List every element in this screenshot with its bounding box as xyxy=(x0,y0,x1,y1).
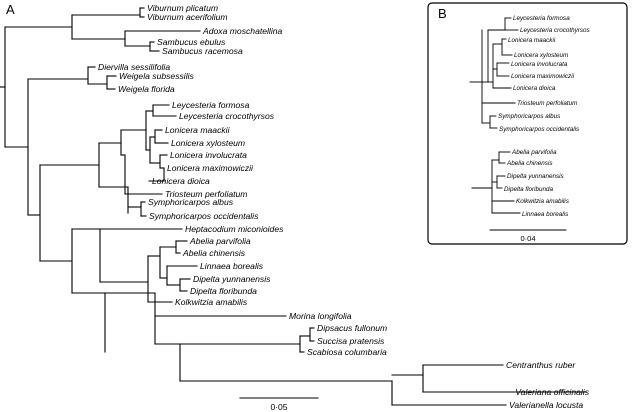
taxon-label: Lonicera involucrata xyxy=(170,150,247,160)
taxon-label: Valerianella locusta xyxy=(509,400,583,410)
taxon-label: Valeriana officinalis xyxy=(515,387,589,397)
taxon-label: Dipelta floribunda xyxy=(504,186,554,193)
taxon-label: Leycesteria formosa xyxy=(172,100,250,110)
taxon-label: Linnaea borealis xyxy=(522,211,569,218)
taxon-label: Viburnum acerifolium xyxy=(147,12,228,22)
taxon-label: Lonicera xylosteum xyxy=(171,138,245,148)
taxon-label: Centranthus ruber xyxy=(506,360,576,370)
taxon-label: Abelia parvifolia xyxy=(189,236,251,246)
taxon-label: Sambucus ebulus xyxy=(157,37,226,47)
taxa-a: Viburnum plicatum Viburnum acerifolium A… xyxy=(98,3,590,410)
taxon-label: Linnaea borealis xyxy=(200,261,264,271)
taxon-label: Abelia parvifolia xyxy=(511,149,557,156)
taxon-label: Succisa pratensis xyxy=(317,336,385,346)
taxon-label: Leycesteria crocothyrsos xyxy=(520,27,590,34)
taxon-label: Lonicera xylosteum xyxy=(514,52,568,59)
taxon-label: Viburnum plicatum xyxy=(147,3,218,13)
taxon-label: Kolkwitzia amabilis xyxy=(175,297,248,307)
taxon-label: Leycesteria crocothyrsos xyxy=(179,111,275,121)
taxon-label: Leycesteria formosa xyxy=(513,15,570,22)
taxon-label: Scabiosa columbaria xyxy=(307,347,387,357)
panel-a-label: A xyxy=(6,2,15,17)
taxon-label: Dipelta floribunda xyxy=(190,286,257,296)
taxon-label: Abelia chinensis xyxy=(506,160,553,167)
taxon-label: Lonicera maackii xyxy=(165,125,231,135)
scale-label: 0·04 xyxy=(520,234,535,243)
taxon-label: Weigela florida xyxy=(118,84,175,94)
taxon-label: Diervilla sessilifolia xyxy=(98,62,170,72)
taxon-label: Kolkwitzia amabilis xyxy=(516,198,570,205)
inset-panel-b xyxy=(427,2,628,245)
taxon-label: Morina longifolia xyxy=(289,311,352,321)
taxon-label: Symphoricarpos occidentalis xyxy=(149,211,259,221)
taxon-label: Triosteum perfoliatum xyxy=(165,189,247,199)
taxon-label: Lonicera maximowiczii xyxy=(511,73,575,80)
taxon-label: Lonicera dioica xyxy=(152,176,210,186)
taxon-label: Heptacodium miconioides xyxy=(185,224,284,234)
taxon-label: Lonicera maximowiczii xyxy=(167,163,254,173)
taxon-label: Lonicera maackii xyxy=(508,37,556,44)
taxon-label: Adoxa moschatellina xyxy=(202,26,283,36)
taxon-label: Symphoricarpos occidentalis xyxy=(499,126,580,133)
scale-bar-b: 0·04 xyxy=(489,229,567,243)
taxon-label: Dipelta yunnanensis xyxy=(193,274,271,284)
taxon-label: Symphoricarpos albus xyxy=(498,113,561,120)
taxon-label: Dipsacus fullonum xyxy=(317,323,387,333)
taxa-b: Leycesteria formosa Leycesteria crocothy… xyxy=(498,15,590,218)
taxon-label: Sambucus racemosa xyxy=(162,46,243,56)
tree-b xyxy=(469,17,521,214)
taxon-label: Lonicera involucrata xyxy=(511,61,568,68)
taxon-label: Weigela subsessilis xyxy=(119,71,195,81)
panel-b-label: B xyxy=(438,6,447,21)
taxon-label: Lonicera dioica xyxy=(513,85,556,92)
taxon-label: Abelia chinensis xyxy=(182,248,246,258)
taxon-label: Triosteum perfoliatum xyxy=(517,100,577,107)
scale-bar-a: 0·05 xyxy=(239,397,319,412)
taxon-label: Dipelta yunnanensis xyxy=(507,173,565,180)
scale-label: 0·05 xyxy=(270,402,287,412)
taxon-label: Symphoricarpos albus xyxy=(148,197,234,207)
tree-a xyxy=(0,7,587,406)
